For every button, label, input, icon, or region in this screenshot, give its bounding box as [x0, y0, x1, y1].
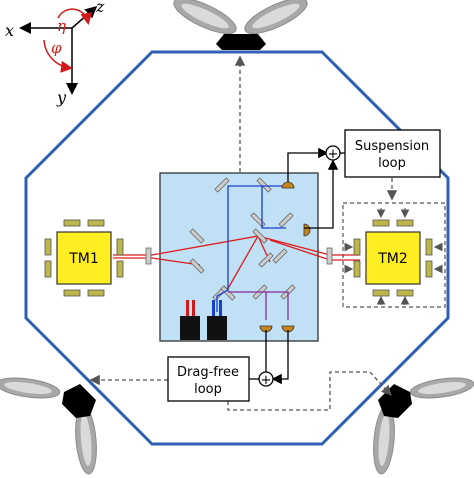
- photodiodes: [259, 181, 311, 333]
- tm1-label: TM1: [68, 251, 99, 267]
- thruster-left: [62, 384, 96, 418]
- laser-source-2: [207, 300, 227, 340]
- tm1-electrodes: [44, 219, 124, 297]
- optical-bench: [159, 172, 319, 342]
- summing-symbol-2: +: [261, 373, 272, 388]
- dragfree-loop-line2: loop: [194, 382, 222, 397]
- summing-wiring: [249, 147, 345, 385]
- purple-signal-path: [228, 291, 289, 320]
- tm2-label: TM2: [377, 251, 408, 267]
- spacecraft-outline: [24, 50, 450, 446]
- suspension-loop-line1: Suspension: [355, 139, 429, 154]
- dragfree-loop-line1: Drag-free: [177, 365, 239, 380]
- axis-y-label: y: [56, 88, 67, 107]
- thruster-right: [378, 384, 412, 418]
- control-dashed-lines: [89, 55, 398, 411]
- axis-eta-label: η: [57, 17, 66, 35]
- axis-x-label: x: [5, 21, 14, 40]
- suspension-loop-line2: loop: [378, 156, 406, 171]
- thruster-plume-right: [373, 377, 474, 475]
- summing-junction-suspension: +: [325, 145, 341, 162]
- laser-source-1: [180, 300, 200, 340]
- test-mass-2: TM2: [344, 208, 443, 305]
- summing-junction-dragfree: +: [258, 371, 274, 388]
- thruster-plume-top: [173, 0, 308, 34]
- axis-z-label: z: [95, 0, 105, 16]
- test-mass-1: TM1: [44, 219, 124, 297]
- tm2-electrodes: [353, 219, 433, 297]
- suspension-loop-box: [344, 129, 441, 178]
- thruster-top: [216, 34, 266, 50]
- axis-phi-label: φ: [51, 39, 62, 57]
- tm2-actuation-arrows: [344, 208, 443, 305]
- coordinate-axes: x z y η φ: [5, 0, 105, 107]
- summing-symbol-1: +: [328, 147, 339, 162]
- dragfree-loop-box: [167, 356, 250, 402]
